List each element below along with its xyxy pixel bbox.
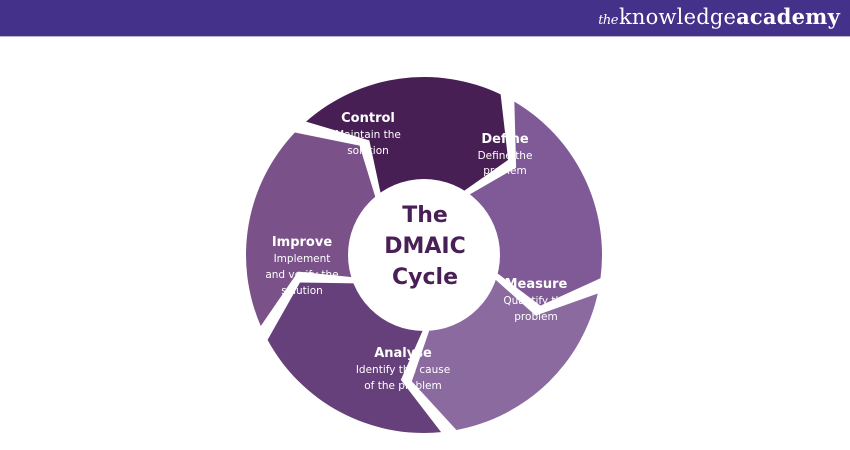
segment-measure-desc-line-2: problem [514, 311, 557, 323]
segment-control-label: Control Maintain the solution [335, 111, 401, 157]
segment-improve-label: Improve Implement and verify the solutio… [265, 235, 338, 297]
segment-improve-desc-line-2: and verify the [265, 269, 338, 281]
brand-logo: the knowledge academy [598, 4, 840, 32]
center-circle [348, 179, 500, 331]
segment-control-title: Control [341, 111, 395, 126]
segment-measure-title: Measure [505, 277, 568, 292]
segment-control-desc-line-2: solution [347, 145, 389, 157]
segment-measure-label: Measure Quantify the problem [503, 277, 568, 323]
segment-improve-title: Improve [272, 235, 333, 250]
segment-measure-desc-line-1: Quantify the [503, 295, 568, 307]
brand-academy: academy [736, 4, 840, 29]
center-title-line-1: The [402, 203, 448, 228]
center-title-line-3: Cycle [392, 265, 458, 290]
segment-improve-desc-line-3: solution [281, 285, 323, 297]
segment-analyse-label: Analyse Identify the cause of the proble… [356, 346, 450, 392]
segment-control-desc-line-1: Maintain the [335, 129, 401, 141]
segment-define-label: Define Define the problem [478, 132, 533, 177]
segment-define-desc-line-2: problem [483, 165, 526, 177]
segment-control [306, 77, 509, 211]
segment-improve [246, 132, 381, 326]
segment-analyse-title: Analyse [374, 346, 432, 361]
segment-define-desc-line-1: Define the [478, 150, 533, 162]
segment-analyse-desc-line-1: Identify the cause [356, 364, 450, 376]
segment-analyse-desc-line-2: of the problem [364, 380, 441, 392]
labels-layer: Control Maintain the solution Define Def… [265, 111, 568, 392]
segment-define-title: Define [481, 132, 528, 147]
brand-the: the [598, 13, 618, 28]
segment-improve-desc-line-1: Implement [274, 253, 331, 265]
header-bar: the knowledge academy [0, 0, 850, 37]
brand-knowledge: knowledge [618, 5, 737, 29]
center-title-line-2: DMAIC [384, 234, 466, 259]
center-title: The DMAIC Cycle [384, 203, 466, 290]
